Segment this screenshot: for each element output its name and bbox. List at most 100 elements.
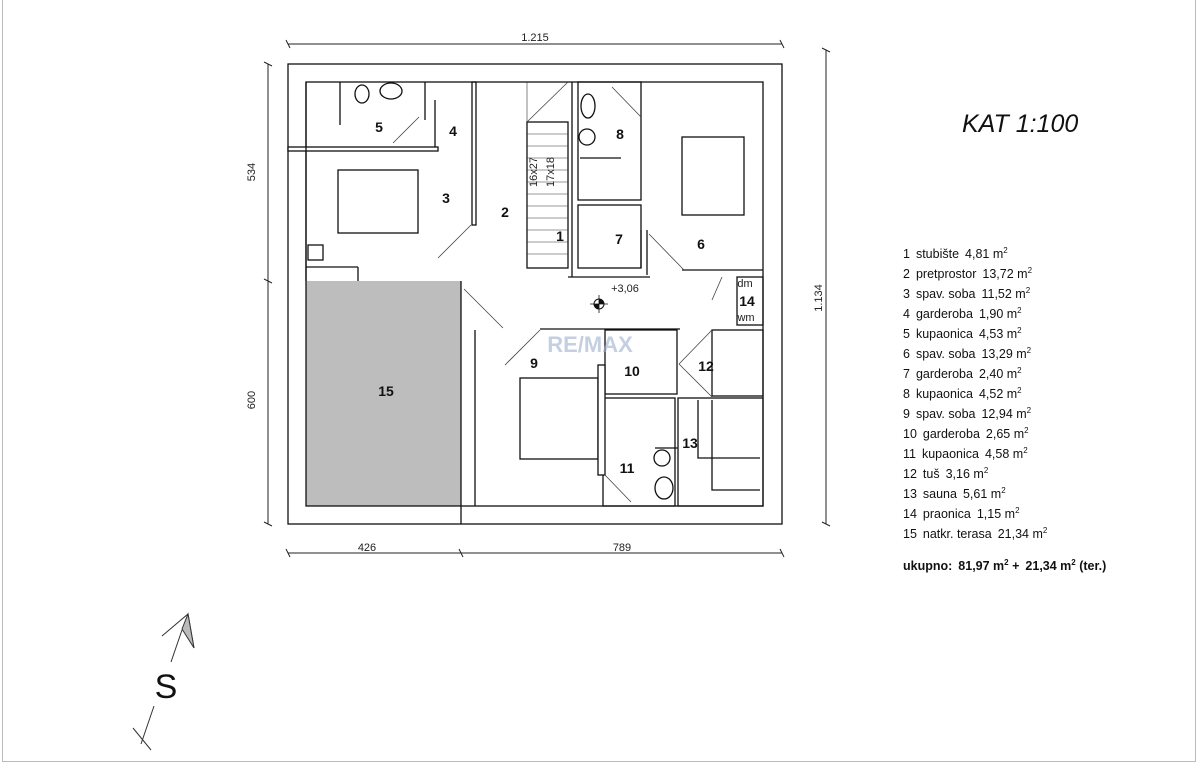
terrace-area	[306, 281, 461, 506]
room-label-11: 11	[620, 460, 635, 476]
door-swings	[392, 81, 723, 503]
superscript: 2	[1017, 366, 1022, 375]
legend-text: 12,94 m	[981, 407, 1027, 422]
room-label-12: 12	[698, 358, 714, 374]
room-label-8: 8	[616, 126, 624, 142]
legend-text: 4,52 m	[978, 387, 1018, 402]
superscript: 2	[1071, 558, 1076, 567]
dim-right: 1.134	[813, 284, 825, 312]
watermark-text: RE/MAX	[547, 332, 633, 357]
legend-text: 11	[903, 447, 916, 462]
legend-text: natkr. terasa	[922, 527, 992, 542]
room-label-4: 4	[449, 123, 457, 139]
washer-label: wm	[736, 312, 754, 324]
legend-text: 1,90 m	[978, 307, 1018, 322]
walls	[287, 63, 783, 525]
legend-text: 81,97 m	[958, 559, 1005, 574]
legend-text: +	[1012, 559, 1020, 574]
room-label-7: 7	[615, 231, 623, 247]
room-label-6: 6	[697, 236, 705, 252]
legend-text: 10	[903, 427, 917, 442]
legend-text: kupaonica	[915, 327, 973, 342]
superscript: 2	[1017, 306, 1022, 315]
room-label-13: 13	[682, 435, 698, 451]
superscript: 2	[1001, 486, 1006, 495]
legend-text: 11,52 m	[981, 287, 1026, 302]
legend-text: 13,72 m	[982, 267, 1028, 282]
room-label-15: 15	[378, 383, 394, 399]
legend-text: kupaonica	[921, 447, 979, 462]
legend-text: pretprostor	[915, 267, 977, 282]
superscript: 2	[1023, 446, 1028, 455]
legend-text: 3,16 m	[945, 467, 984, 482]
dim-top: 1.215	[521, 32, 549, 44]
legend-text: 2,40 m	[978, 367, 1018, 382]
room-label-14: 14	[739, 293, 755, 309]
legend-text: garderoba	[915, 367, 973, 382]
superscript: 2	[1026, 346, 1032, 355]
legend-text: 4	[903, 307, 910, 322]
legend-text: spav. soba	[915, 347, 976, 362]
room-label-1: 1	[556, 228, 564, 244]
legend-text: garderoba	[922, 427, 980, 442]
room-label-5: 5	[375, 119, 383, 135]
legend-text: 13,29 m	[981, 347, 1027, 362]
superscript: 2	[1003, 246, 1008, 255]
stair-note-1: 16x27	[528, 157, 540, 187]
compass-letter: S	[155, 668, 178, 706]
legend-item: 4 garderoba 1,90 m2	[903, 301, 1112, 321]
legend-text: spav. soba	[915, 407, 976, 422]
legend-text: kupaonica	[915, 387, 973, 402]
legend-text: 9	[903, 407, 910, 422]
superscript: 2	[1042, 526, 1048, 535]
legend-text: praonica	[922, 507, 971, 522]
legend-text: tuš	[922, 467, 940, 482]
superscript: 2	[1017, 386, 1022, 395]
legend-text: stubište	[915, 247, 960, 262]
legend-text: 1,15 m	[976, 507, 1016, 522]
legend-text: 3	[903, 287, 910, 302]
legend-text: spav. soba	[915, 287, 976, 302]
room-label-10: 10	[624, 363, 640, 379]
legend-text: 21,34 m	[997, 527, 1043, 542]
room-label-3: 3	[442, 190, 450, 206]
legend-item: 6 spav. soba 13,29 m2	[903, 341, 1112, 361]
legend-item: 12 tuš 3,16 m2	[903, 461, 1112, 481]
legend-text: garderoba	[915, 307, 973, 322]
legend-text: 2,65 m	[985, 427, 1025, 442]
north-arrow-icon	[132, 612, 195, 751]
legend-text: ukupno:	[903, 559, 953, 574]
legend-text: 14	[903, 507, 917, 522]
superscript: 2	[1004, 558, 1009, 567]
legend-text: 1	[903, 247, 910, 262]
level-mark: +3,06	[611, 283, 639, 295]
legend-item: 3 spav. soba 11,52 m2	[903, 281, 1112, 301]
legend-item: 15 natkr. terasa 21,34 m2	[903, 521, 1112, 541]
room-label-2: 2	[501, 204, 509, 220]
legend-text: 6	[903, 347, 910, 362]
legend-text: sauna	[922, 487, 957, 502]
stair-note-2: 17x18	[545, 157, 557, 187]
dimension-lines	[263, 39, 831, 558]
room-label-9: 9	[530, 355, 538, 371]
legend-text: 4,53 m	[978, 327, 1018, 342]
legend-text: 7	[903, 367, 910, 382]
dim-left-upper: 534	[246, 163, 258, 181]
legend-item: 7 garderoba 2,40 m2	[903, 361, 1112, 381]
legend-text: 12	[903, 467, 917, 482]
superscript: 2	[983, 466, 989, 475]
legend-text: 15	[903, 527, 917, 542]
dryer-label: dm	[737, 278, 752, 290]
superscript: 2	[1025, 286, 1031, 295]
legend-text: 13	[903, 487, 917, 502]
